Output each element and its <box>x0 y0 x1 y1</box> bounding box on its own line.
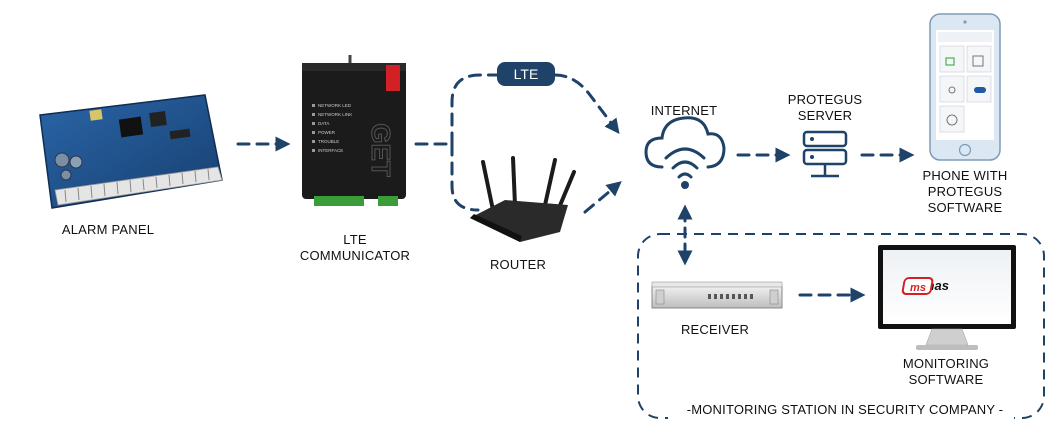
lte-communicator-label-line1: LTE <box>343 232 367 247</box>
lte-communicator-label-line2: COMMUNICATOR <box>299 248 411 263</box>
alarm-panel-image <box>39 94 223 209</box>
communicator-led-label: DATA <box>318 121 329 126</box>
internet-label: INTERNET <box>650 103 718 118</box>
monitoring-station-box <box>637 233 1045 420</box>
receiver-image <box>651 281 783 309</box>
phone-label-line3: SOFTWARE <box>927 200 1003 215</box>
communicator-led-label: NETWORK LINK <box>318 112 352 117</box>
lte-badge: LTE <box>497 62 555 86</box>
receiver-label: RECEIVER <box>680 322 750 337</box>
monitoring-station-label: -MONITORING STATION IN SECURITY COMPANY … <box>686 402 1004 417</box>
communicator-led <box>312 104 315 107</box>
phone-label: PHONE WITH PROTEGUS SOFTWARE <box>910 168 1020 216</box>
communicator-led-label: TROUBLE <box>318 139 339 144</box>
monitor-image: monas ms <box>878 245 1016 350</box>
cloud-wifi-icon <box>644 116 726 189</box>
monitor-logo-badge: ms <box>910 282 926 294</box>
phone-app-icon <box>929 13 1001 161</box>
communicator-led-label: POWER <box>318 130 336 135</box>
phone-label-line2: PROTEGUS <box>927 184 1003 199</box>
router-image <box>470 156 576 242</box>
connector-arrows <box>236 73 915 303</box>
alarm-panel-label: ALARM PANEL <box>61 222 155 237</box>
lte-communicator-label: LTE COMMUNICATOR <box>290 232 420 264</box>
phone-label-line1: PHONE WITH <box>922 168 1008 183</box>
monitoring-software-label-line1: MONITORING <box>902 356 990 371</box>
server-icon <box>802 130 848 178</box>
lte-communicator-image: NETWORK LED NETWORK LINK DATA POWER TROUBLE I… <box>302 55 406 206</box>
monitoring-software-label-line2: SOFTWARE <box>908 372 984 387</box>
communicator-logo: GET <box>366 123 396 177</box>
monitoring-software-label: MONITORING SOFTWARE <box>886 356 1006 388</box>
server-label-line2: SERVER <box>797 108 853 123</box>
communicator-led-label: NETWORK LED <box>318 103 352 108</box>
communicator-led <box>312 140 315 143</box>
communicator-led <box>312 131 315 134</box>
communicator-led-label: INTERFACE <box>318 148 343 153</box>
server-label-line1: PROTEGUS <box>787 92 863 107</box>
communicator-led <box>312 122 315 125</box>
communicator-led <box>312 149 315 152</box>
communicator-led <box>312 113 315 116</box>
router-label: ROUTER <box>489 257 547 272</box>
server-label: PROTEGUS SERVER <box>770 92 880 124</box>
lte-badge-label: LTE <box>514 66 539 82</box>
